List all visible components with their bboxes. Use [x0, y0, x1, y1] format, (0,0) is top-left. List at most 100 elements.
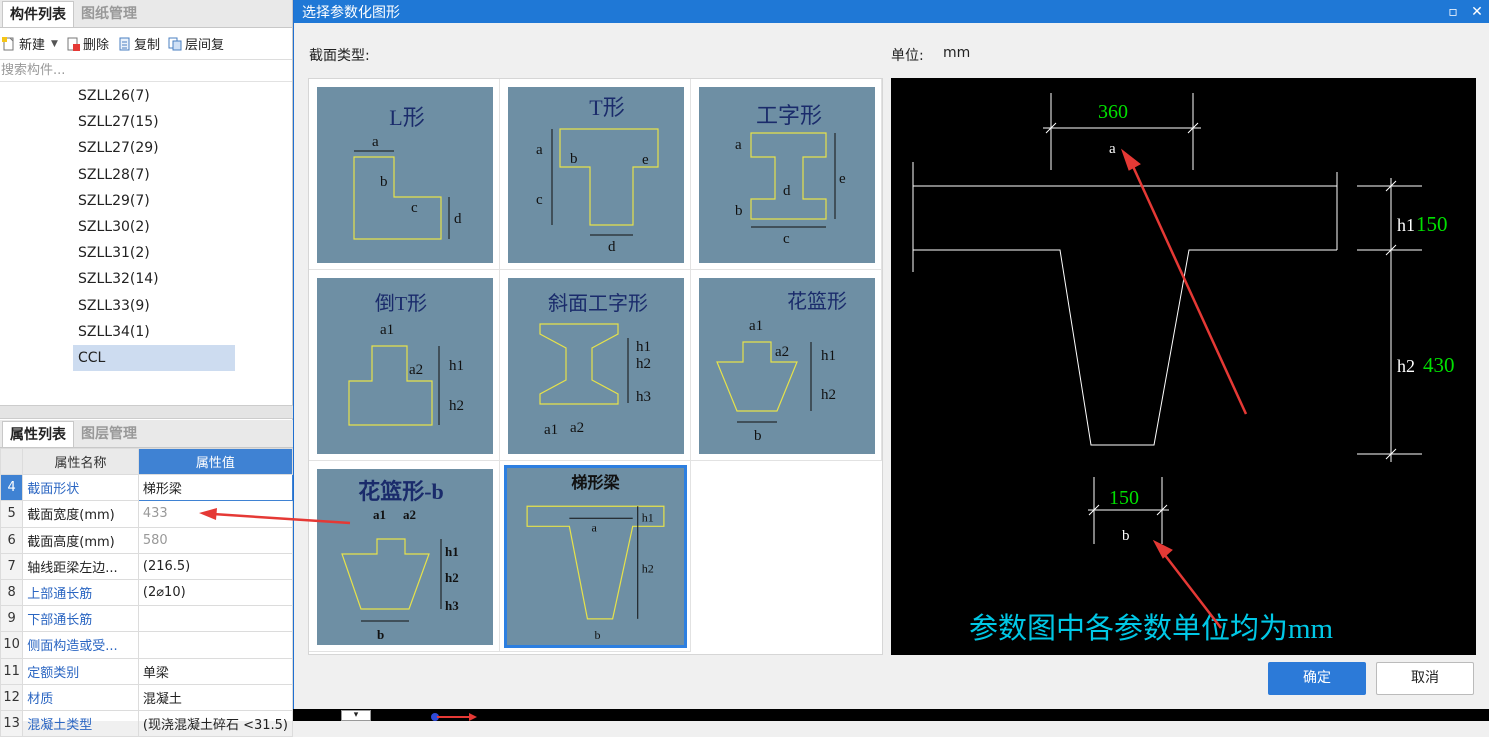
new-button[interactable]: 新建 ▼ — [2, 34, 58, 53]
shape-thumb-inverted-t[interactable]: 倒T形 a1 a2 h1 h2 — [317, 278, 493, 454]
table-row[interactable]: 4 截面形状 梯形梁 — [0, 474, 294, 502]
table-row[interactable]: 13 混凝土类型 (现浇混凝土碎石 <31.5) — [0, 709, 294, 737]
shape-cell-l[interactable]: L形 a b c d — [309, 79, 500, 270]
property-value[interactable]: 单梁 — [137, 657, 294, 685]
shape-thumb-trapezoid[interactable]: 梯形梁 a h1 h2 b — [504, 465, 687, 648]
list-item[interactable]: SZLL26(7) — [78, 88, 150, 104]
component-panel: 构件列表 图纸管理 新建 ▼ 删除 复制 层间复 搜索构件... SZLL26(… — [0, 0, 294, 737]
shape-cell-basket[interactable]: 花篮形 a1 a2 h1 h2 b — [691, 270, 882, 461]
list-item[interactable]: SZLL27(29) — [78, 140, 159, 157]
tab-layer-manage[interactable]: 图层管理 — [81, 426, 137, 442]
shape-cell-trapezoid[interactable]: 梯形梁 a h1 h2 b — [500, 461, 691, 652]
svg-text:a1: a1 — [544, 422, 558, 438]
table-row[interactable]: 7 轴线距梁左边... (216.5) — [0, 552, 294, 580]
shape-cell-slant-i[interactable]: 斜面工字形 h1 h2 h3 a1 a2 — [500, 270, 691, 461]
property-table: 属性名称 属性值 4 截面形状 梯形梁 5 截面宽度(mm) 433 6 截面高… — [0, 447, 294, 737]
table-header: 属性名称 属性值 — [0, 447, 294, 476]
section-type-label: 截面类型: — [309, 48, 370, 64]
component-tabbar: 构件列表 图纸管理 — [0, 0, 292, 28]
width-annotation-arrow — [199, 508, 351, 525]
list-item-selected[interactable]: CCL — [73, 344, 235, 372]
svg-text:h1: h1 — [642, 510, 654, 524]
shape-thumb-basket-b[interactable]: 花篮形-b a1 a2 h1 h2 h3 b — [317, 469, 493, 645]
header-number — [0, 447, 24, 476]
table-row[interactable]: 11 定额类别 单梁 — [0, 657, 294, 685]
shape-thumb-t[interactable]: T形 a b c e d — [508, 87, 684, 263]
delete-icon — [67, 37, 80, 51]
property-value-input[interactable]: 梯形梁 — [137, 474, 294, 502]
unit-label: 单位: — [891, 48, 924, 64]
tab-property-list[interactable]: 属性列表 — [2, 421, 74, 447]
tab-drawing-manage[interactable]: 图纸管理 — [81, 6, 137, 22]
list-item[interactable]: SZLL32(14) — [78, 271, 159, 288]
svg-text:b: b — [380, 174, 388, 190]
shape-cell-i[interactable]: 工字形 a b e d c — [691, 79, 882, 270]
list-item[interactable]: SZLL30(2) — [78, 218, 150, 235]
svg-text:h3: h3 — [445, 598, 459, 613]
shape-cell-inverted-t[interactable]: 倒T形 a1 a2 h1 h2 — [309, 270, 500, 461]
list-item[interactable]: SZLL28(7) — [78, 166, 150, 183]
floor-copy-button[interactable]: 层间复 — [168, 34, 224, 53]
shape-cell-basket-b[interactable]: 花篮形-b a1 a2 h1 h2 h3 b — [309, 461, 500, 652]
confirm-button[interactable]: 确定 — [1268, 662, 1366, 695]
svg-text:a: a — [536, 142, 543, 158]
property-value[interactable]: (现浇混凝土碎石 <31.5) — [137, 709, 294, 737]
property-tabbar: 属性列表 图层管理 — [0, 420, 293, 448]
delete-button-label: 删除 — [82, 38, 109, 53]
row-number: 5 — [0, 500, 24, 528]
table-row[interactable]: 8 上部通长筋 (2⌀10) — [0, 578, 294, 607]
property-value[interactable] — [137, 605, 294, 633]
table-row[interactable]: 6 截面高度(mm) 580 — [0, 526, 294, 554]
delete-button[interactable]: 删除 — [66, 34, 109, 53]
table-row[interactable]: 10 侧面构造或受... — [0, 631, 294, 659]
svg-text:b: b — [570, 151, 578, 167]
b-value: 150 — [1109, 487, 1139, 509]
close-icon[interactable]: ✕ — [1471, 3, 1483, 20]
row-number: 11 — [0, 657, 24, 685]
floor-copy-icon — [168, 37, 182, 50]
slant-i-shape-icon: 斜面工字形 h1 h2 h3 a1 a2 — [539, 292, 651, 438]
component-list: SZLL26(7) SZLL27(15) SZLL27(29) SZLL28(7… — [0, 82, 292, 372]
property-value[interactable]: 580 — [137, 526, 294, 554]
param-h1: h1 — [1397, 215, 1415, 235]
h1-value: 150 — [1416, 212, 1448, 236]
list-item[interactable]: SZLL34(1) — [78, 323, 150, 340]
shape-thumb-slant-i[interactable]: 斜面工字形 h1 h2 h3 a1 a2 — [508, 278, 684, 454]
list-item[interactable]: SZLL31(2) — [78, 245, 150, 262]
shape-title: 梯形梁 — [571, 473, 620, 492]
shape-thumb-l[interactable]: L形 a b c d — [317, 87, 493, 263]
property-value[interactable]: 混凝土 — [137, 683, 294, 711]
property-value[interactable] — [137, 631, 294, 659]
svg-text:h1: h1 — [821, 348, 836, 364]
property-name: 截面高度(mm) — [22, 526, 139, 554]
chevron-down-icon: ▼ — [51, 38, 58, 49]
property-value[interactable]: (2⌀10) — [137, 578, 294, 607]
shape-title: 花篮形 — [787, 290, 847, 313]
svg-text:h2: h2 — [636, 356, 651, 372]
table-row[interactable]: 12 材质 混凝土 — [0, 683, 294, 711]
shape-title: 工字形 — [756, 103, 822, 128]
copy-button[interactable]: 复制 — [117, 34, 160, 53]
shape-thumb-i[interactable]: 工字形 a b e d c — [699, 87, 875, 263]
floor-copy-button-label: 层间复 — [184, 38, 224, 53]
panel-splitter[interactable] — [0, 405, 293, 419]
list-item[interactable]: SZLL27(15) — [78, 114, 159, 131]
maximize-icon[interactable]: ▫ — [1448, 3, 1458, 20]
row-number: 4 — [0, 474, 24, 502]
list-item[interactable]: SZLL33(9) — [78, 297, 150, 314]
shape-thumb-basket[interactable]: 花篮形 a1 a2 h1 h2 b — [699, 278, 875, 454]
svg-text:a2: a2 — [403, 507, 416, 522]
cancel-button[interactable]: 取消 — [1376, 662, 1474, 695]
component-search-input[interactable]: 搜索构件... — [0, 60, 292, 82]
param-h2: h2 — [1397, 356, 1415, 376]
tab-component-list[interactable]: 构件列表 — [2, 1, 74, 27]
property-value[interactable]: (216.5) — [137, 552, 294, 580]
svg-text:a1: a1 — [380, 322, 394, 338]
table-row[interactable]: 9 下部通长筋 — [0, 605, 294, 633]
row-number: 6 — [0, 526, 24, 554]
view-dropdown[interactable]: ▾ — [341, 710, 371, 721]
copy-icon — [119, 37, 130, 50]
copy-button-label: 复制 — [133, 38, 160, 53]
list-item[interactable]: SZLL29(7) — [78, 192, 150, 209]
shape-cell-t[interactable]: T形 a b c e d — [500, 79, 691, 270]
